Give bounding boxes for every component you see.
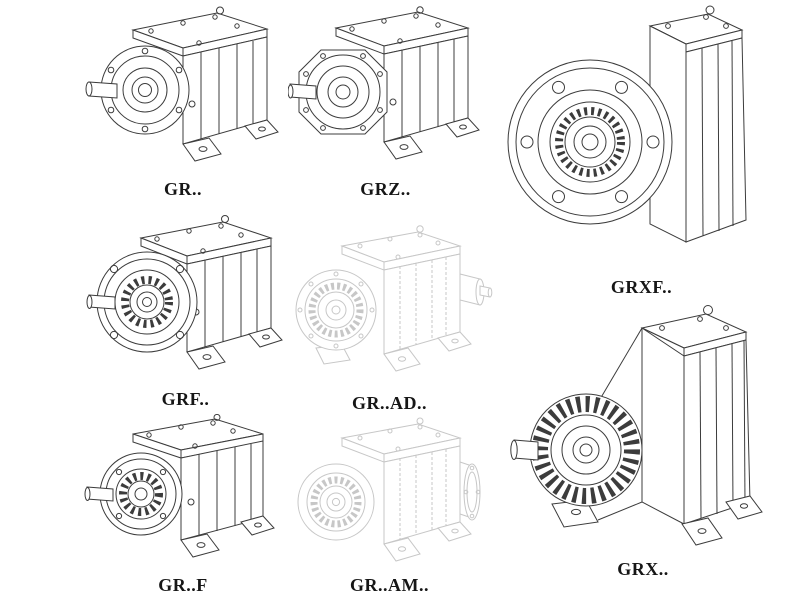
adapter-flange-bolts	[463, 465, 481, 519]
gear-teeth-ring	[119, 472, 163, 516]
bearing-detail	[572, 436, 600, 464]
hub-detail	[564, 116, 616, 168]
lid-bolts	[146, 414, 236, 449]
input-adapter-shaft	[459, 273, 493, 306]
product-label-grxf: GRXF..	[610, 277, 673, 297]
gr-ad-unit-drawing	[295, 225, 493, 372]
product-label-gr: GR..	[164, 179, 202, 199]
gr-unit-drawing	[85, 6, 279, 162]
gear-teeth-ring	[310, 476, 362, 528]
grf-unit-drawing	[86, 215, 283, 370]
product-label-gr-f: GR..F	[158, 575, 208, 595]
feet-bolt-holes	[571, 503, 749, 534]
radial-rib-fan	[532, 396, 640, 504]
product-cell-grf: GRF..	[83, 214, 288, 410]
output-shaft	[288, 83, 317, 100]
feet-bolt-holes	[397, 338, 459, 362]
bearing-detail	[107, 47, 183, 133]
lid-bolts	[357, 225, 441, 260]
output-shaft	[84, 486, 114, 502]
feet-bolt-holes	[202, 334, 270, 360]
output-shaft	[85, 81, 118, 99]
bearing-housing	[100, 45, 190, 135]
housing-lid	[340, 423, 462, 463]
lid-bolts	[357, 417, 441, 452]
bearing-detail	[297, 271, 375, 349]
product-label-grx: GRX..	[617, 559, 669, 579]
output-shaft	[510, 439, 539, 461]
bearing-detail	[115, 468, 167, 520]
bearing-detail	[326, 492, 346, 512]
housing-ribs	[399, 449, 447, 539]
mounting-feet	[186, 327, 283, 370]
housing-ribs	[595, 305, 746, 521]
housing-ribs	[399, 257, 447, 349]
hub-detail	[129, 284, 165, 320]
product-label-gr-ad: GR..AD..	[352, 393, 427, 413]
product-cell-grx: GRX..	[494, 298, 792, 580]
product-label-gr-am: GR..AM..	[350, 575, 429, 595]
product-cell-gr-f: GR..F	[83, 414, 283, 596]
mounting-feet	[383, 117, 480, 160]
product-cell-gr: GR..	[83, 6, 283, 200]
flange-bolt-holes	[520, 80, 660, 204]
bearing-housing	[305, 54, 381, 130]
housing-body	[640, 313, 751, 525]
housing-lid	[334, 11, 470, 55]
gear-teeth-ring	[121, 276, 173, 328]
housing-lid	[131, 12, 269, 57]
shaft-bore	[136, 291, 158, 313]
product-label-grz: GRZ..	[360, 179, 411, 199]
hub-detail	[127, 480, 155, 508]
product-cell-grxf: GRXF..	[498, 2, 785, 298]
hub-detail	[319, 485, 353, 519]
mounting-feet	[551, 495, 763, 546]
bearing-detail	[303, 53, 383, 131]
grz-unit-drawing	[288, 6, 480, 160]
lid-bolts	[148, 6, 240, 46]
product-cell-gr-am: GR..AM..	[286, 414, 493, 596]
product-cell-gr-ad: GR..AD..	[286, 212, 493, 414]
output-shaft	[86, 294, 116, 310]
mounting-feet	[383, 331, 472, 372]
mounting-feet	[182, 119, 279, 162]
mounting-feet	[180, 515, 275, 558]
feet-bolt-holes	[198, 126, 266, 152]
lid-bolts	[154, 215, 244, 254]
lid-bolts	[349, 6, 441, 44]
gr-am-unit-drawing	[297, 417, 481, 562]
gear-teeth-ring	[555, 107, 625, 177]
feet-bolt-holes	[399, 124, 467, 150]
grx-unit-drawing	[510, 305, 763, 546]
product-cell-grz: GRZ..	[288, 6, 483, 200]
grxf-unit-drawing	[507, 5, 747, 243]
hub-detail	[317, 291, 355, 329]
feet-bolt-holes	[397, 528, 459, 552]
housing-ribs	[187, 444, 252, 535]
mounting-feet	[383, 521, 472, 562]
gr-f-unit-drawing	[84, 414, 275, 558]
gear-teeth-ring	[308, 282, 364, 338]
flange-bolt-holes	[109, 264, 185, 340]
feet-bolt-holes	[196, 522, 262, 548]
housing-ribs	[389, 39, 455, 137]
housing-ribs	[665, 5, 734, 237]
housing-lid	[132, 418, 264, 459]
hub-detail	[550, 414, 622, 486]
housing-lid	[340, 231, 462, 271]
shaft-bore	[581, 133, 599, 151]
housing-body	[648, 13, 747, 243]
product-label-grf: GRF..	[161, 389, 210, 409]
housing-ribs	[188, 41, 254, 139]
